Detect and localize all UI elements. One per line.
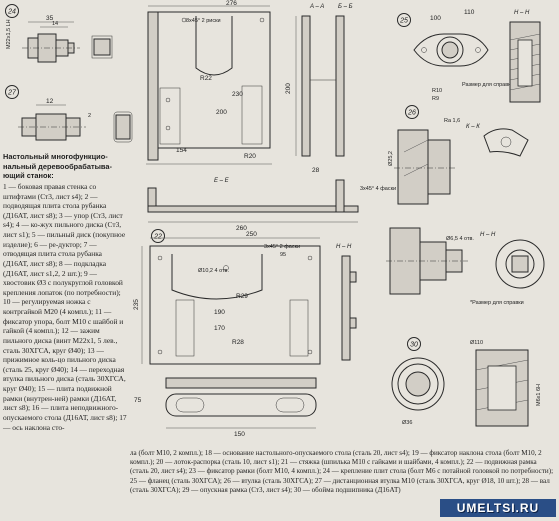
chamfer-3x45: 3х45° 2 фаски [264, 244, 300, 250]
part-number-30: 30 [410, 342, 418, 349]
part-number-27: 27 [7, 90, 17, 97]
part-26-sleeve-drawing: 26 Ø25,2 К – К Ra 1,6 3х45° 4 фаски [360, 105, 529, 205]
section-kk-label: К – К [466, 124, 480, 130]
dim-230: 230 [232, 91, 243, 98]
dim-r9: R9 [432, 96, 439, 102]
dim-170: 170 [214, 325, 225, 332]
hole-6-5: Ø6,5 4 отв. [446, 236, 474, 242]
part-30-housing-drawing: 30 Ø36 M6x1 6H Ø110 [391, 337, 542, 427]
chamfer-8x45: 8х45° 2 риски [186, 18, 221, 24]
size-ref-1: Размер для справки [462, 82, 514, 88]
dim-200: 200 [216, 109, 227, 116]
dia-25-2: Ø25,2 [388, 151, 394, 166]
part-list-caption: Настольный многофункцио-нальный деревооб… [3, 152, 127, 432]
dim-r10: R10 [432, 88, 442, 94]
dim-110: 110 [464, 9, 475, 16]
caption-body: 1 — боковая правая стенка со штифтами (С… [3, 181, 127, 432]
thread-m22: M22x1,5 LH [6, 19, 12, 49]
thread-m6: M6x1 6H [536, 384, 542, 406]
part-27-bushing-drawing: 27 12 2 [5, 85, 133, 143]
section-ee-label: E – E [214, 178, 230, 184]
part-25-flange-drawing: 25 100 110 R10 R9 Размер для справки [397, 9, 514, 102]
part-list-caption-continued: ла (болт М10, 2 компл.); 18 — основание … [130, 449, 554, 494]
dim-235: 235 [133, 299, 140, 310]
size-ref-2: *Размер для справки [470, 300, 524, 306]
dim-190: 190 [214, 309, 225, 316]
section-ee-drawing: E – E 260 [147, 178, 359, 232]
dim-12: 12 [46, 98, 54, 105]
dia-36: Ø36 [402, 420, 412, 426]
dia-110: Ø110 [470, 340, 483, 346]
part-28-shaft-drawing: Ø6,5 4 отв. Н – Н *Размер для справки [386, 227, 545, 306]
caption-title: Настольный многофункцио-нальный деревооб… [3, 152, 112, 181]
dim-276: 276 [226, 0, 237, 7]
section-hh-label-1: Н – Н [514, 10, 530, 16]
dim-200-vertical: 200 [285, 83, 292, 94]
dim-75: 75 [134, 397, 142, 404]
dim-2: 2 [88, 113, 91, 119]
part-22-frame-drawing: 22 Ø10,2 4 отв. R29 190 170 R28 235 250 … [133, 229, 321, 365]
chamfer-3x45-4: 3х45° 4 фаски [360, 186, 396, 192]
part-21-top-plate-drawing: 276 R22 230 200 154 8х45° 2 риски R20 [146, 0, 272, 165]
part-20-bar-drawing: 150 75 [134, 377, 317, 438]
section-aa-label: A – A [309, 4, 324, 10]
dim-95: 95 [280, 252, 286, 258]
section-aa-drawing: A – A Б – Б 200 28 [285, 4, 353, 174]
dim-154: 154 [176, 147, 187, 154]
dim-r22: R22 [200, 75, 212, 82]
part-number-25: 25 [399, 18, 408, 25]
dim-r20: R20 [244, 153, 256, 160]
dim-260: 260 [236, 225, 247, 232]
hole-10-2: Ø10,2 4 отв. [198, 268, 229, 274]
section-hh-label-3: Н – Н [480, 232, 496, 238]
frame-section-hh-label: Н – Н [336, 244, 352, 250]
dim-250: 250 [246, 231, 257, 238]
ra-1-6: Ra 1,6 [444, 118, 460, 124]
dim-35: 35 [46, 15, 54, 22]
part-24-bolt-drawing: 24 35 14 M22x1,5 LH [5, 4, 113, 63]
part-25-section-hh-drawing: Н – Н [509, 10, 541, 103]
dim-r29: R29 [236, 293, 248, 300]
dim-r28: R28 [232, 339, 244, 346]
dim-100: 100 [430, 15, 441, 22]
site-watermark-logo: UMELTSI.RU [440, 499, 556, 517]
part-number-26: 26 [407, 110, 416, 117]
dim-150: 150 [234, 431, 245, 438]
part-number-22: 22 [153, 234, 162, 241]
dim-28: 28 [312, 167, 320, 174]
section-bb-label: Б – Б [338, 4, 353, 10]
part-number-24: 24 [7, 9, 16, 16]
frame-section-hh-drawing: Н – Н [336, 244, 357, 361]
dim-14: 14 [52, 21, 58, 27]
